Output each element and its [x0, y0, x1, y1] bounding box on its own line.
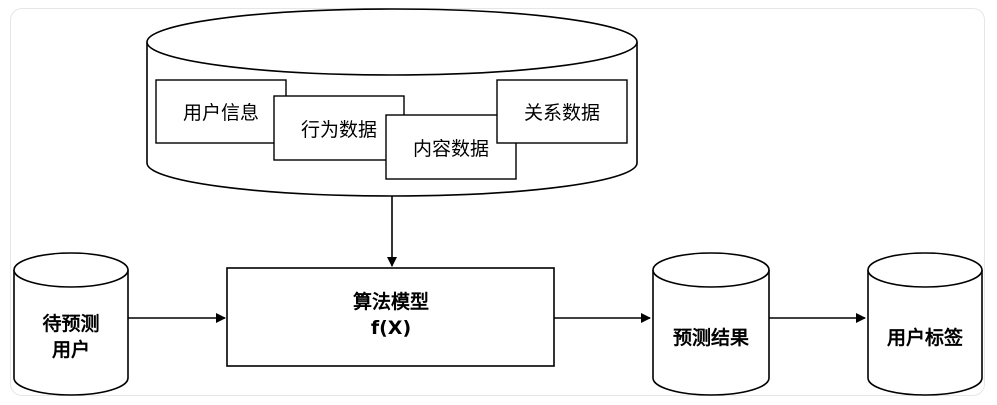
content-data-box: 内容数据: [385, 114, 517, 180]
input-user-label-line1: 待预测: [42, 312, 99, 335]
prediction-result-label: 预测结果: [673, 326, 749, 349]
model-title: 算法模型: [353, 290, 429, 313]
user-tags-label: 用户标签: [887, 326, 964, 349]
user-info-box: 用户信息: [155, 79, 287, 144]
relation-data-label: 关系数据: [524, 102, 600, 124]
prediction-result-cylinder: 预测结果: [652, 252, 770, 396]
input-user-cylinder: 待预测 用户: [13, 252, 129, 396]
relation-data-box: 关系数据: [496, 79, 628, 144]
model-formula: f(X): [371, 317, 411, 339]
algorithm-model-box: 算法模型 f(X): [226, 267, 555, 367]
user-info-label: 用户信息: [183, 102, 259, 124]
content-data-label: 内容数据: [413, 138, 489, 160]
behavior-data-box: 行为数据: [273, 95, 405, 161]
behavior-data-label: 行为数据: [301, 119, 377, 141]
user-tags-cylinder: 用户标签: [867, 252, 983, 396]
input-user-label-line2: 用户: [52, 338, 90, 361]
